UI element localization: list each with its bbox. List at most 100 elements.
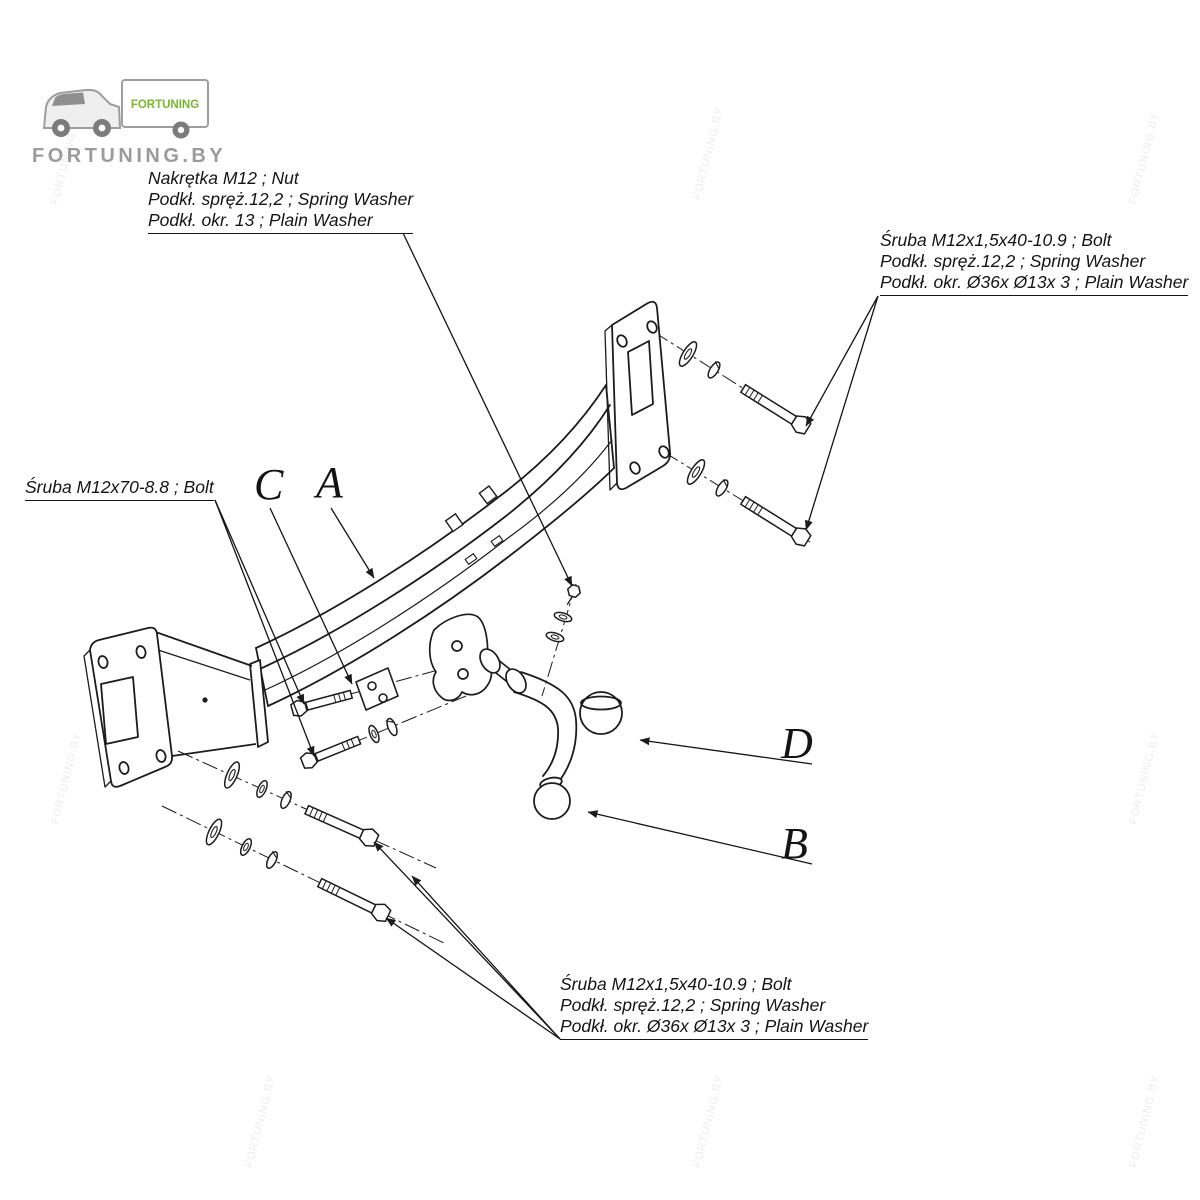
bracket-bottom-fold [171, 743, 257, 757]
logo-trailer-box [121, 79, 209, 128]
watermark-text: FORTUNING.BY [1127, 1074, 1162, 1169]
watermark-text: FORTUNING.BY [691, 1074, 726, 1169]
logo-truck-window [52, 92, 85, 106]
plain-washer [544, 629, 566, 645]
part-letter-c: C [254, 460, 284, 509]
watermark-text: FORTUNING.BY [691, 106, 726, 201]
callout-line: Podkł. okr. 13 ; Plain Washer [148, 210, 373, 230]
callout-line: Podkł. spręż.12,2 ; Spring Washer [880, 251, 1146, 271]
spring-washer [552, 609, 574, 625]
leader-bolt-right [805, 295, 879, 427]
crossbeam [255, 384, 615, 707]
ball-cover-body [579, 691, 623, 735]
ball-cover-seam [580, 695, 622, 711]
leader-nut [402, 232, 573, 587]
plain-washer [683, 456, 709, 488]
beam-slot [464, 552, 478, 566]
plate-bolt-hole [118, 761, 130, 775]
bolt [737, 380, 814, 438]
plain-washer [202, 816, 226, 848]
bottom-left-fastener-stack [202, 759, 393, 925]
nut-washer-stack [544, 582, 583, 645]
receiver-tube [479, 648, 527, 694]
leader-part-c [269, 507, 353, 685]
neck-outer-edge [520, 671, 578, 785]
plain-washer [675, 338, 701, 370]
logo-wheel-hub [177, 126, 185, 134]
leader-part-d [639, 737, 813, 765]
beam-top-edge [255, 384, 607, 649]
beam-crease [264, 439, 613, 691]
tube-end [479, 648, 501, 674]
ball-mount-bracket [428, 613, 493, 702]
bracket-top-fold [149, 629, 253, 667]
left-mounting-plate [83, 626, 269, 788]
plate-bolt-hole [135, 645, 147, 659]
plate-bolt-hole [629, 461, 641, 475]
callout-bolt-bottom: Śruba M12x1,5x40-10.9 ; Bolt Podkł. sprę… [560, 974, 869, 1040]
beam-tab [478, 485, 498, 505]
watermark-text: FORTUNING.BY [1127, 731, 1162, 826]
leader-part-a [330, 507, 375, 579]
plate-thickness [83, 649, 112, 788]
neck-inner-edge [513, 691, 559, 777]
watermark-text: FORTUNING.BY [243, 1074, 278, 1169]
plate-bolt-hole [646, 320, 658, 334]
bolt [302, 800, 381, 850]
logo-truck-icon: FORTUNING [42, 79, 209, 139]
spring-washer [705, 359, 723, 381]
logo-wheel-hub [98, 124, 106, 132]
callout-line: Nakrętka M12 ; Nut [148, 168, 299, 188]
leader-bolt-right [804, 295, 879, 531]
bracket-plate [428, 613, 493, 702]
plain-washer [220, 759, 244, 791]
bracket-inner-fold [151, 647, 251, 681]
plate-face [611, 300, 672, 491]
spring-washer [277, 789, 295, 811]
leader-bolt-bottom [385, 917, 561, 1040]
bracket-hole [457, 668, 469, 680]
callout-line: Śruba M12x70-8.8 ; Bolt [25, 477, 214, 497]
callout-line: Podkł. okr. Ø36x Ø13x 3 ; Plain Washer [880, 272, 1189, 292]
callout-nut: Nakrętka M12 ; Nut Podkł. spręż.12,2 ; S… [148, 168, 414, 234]
bolt [298, 731, 363, 772]
nut [562, 582, 583, 608]
brand-logo: FORTUNING FORTUNING.BY [32, 79, 226, 167]
callout-line: Podkł. spręż.12,2 ; Spring Washer [560, 995, 826, 1015]
part-letter-b: B [781, 819, 808, 868]
plate-bolt-hole [155, 749, 167, 763]
tube-end [505, 668, 527, 694]
callout-line: Śruba M12x1,5x40-10.9 ; Bolt [880, 230, 1112, 250]
callout-bolt-right: Śruba M12x1,5x40-10.9 ; Bolt Podkł. sprę… [880, 230, 1189, 296]
clamp-hole [367, 681, 377, 691]
leader-part-b [587, 810, 813, 865]
bracket-end-plate [249, 659, 269, 748]
brand-wordmark: FORTUNING.BY [32, 145, 226, 167]
callout-line: Podkł. spręż.12,2 ; Spring Washer [148, 189, 414, 209]
logo-trailer-text: FORTUNING [131, 99, 199, 111]
clamp-hole [378, 693, 388, 703]
beam-tab [444, 512, 464, 533]
logo-wheel-hub [57, 124, 65, 132]
leader-bolt-bottom [411, 875, 561, 1040]
leader-bolt-bottom [373, 841, 561, 1040]
ball-cover [579, 691, 623, 735]
plate-bolt-hole [658, 445, 670, 459]
plate-face [89, 626, 174, 788]
plate-window [100, 676, 139, 745]
callout-line: Śruba M12x1,5x40-10.9 ; Bolt [560, 974, 792, 994]
plate-window [627, 340, 654, 416]
spring-washer [263, 849, 281, 871]
plate-thickness [604, 324, 618, 491]
clamp-plate [355, 667, 399, 711]
beam-slot [490, 534, 504, 548]
beam-flange-edge [261, 404, 611, 669]
part-letter-a: A [316, 458, 343, 507]
leader-lines [214, 232, 879, 1040]
axis-line [161, 805, 447, 945]
clamp-plate-c [355, 667, 399, 711]
beam-bottom-edge [267, 467, 615, 707]
leader-bolt-left [214, 499, 315, 757]
plain-washer [237, 836, 255, 858]
